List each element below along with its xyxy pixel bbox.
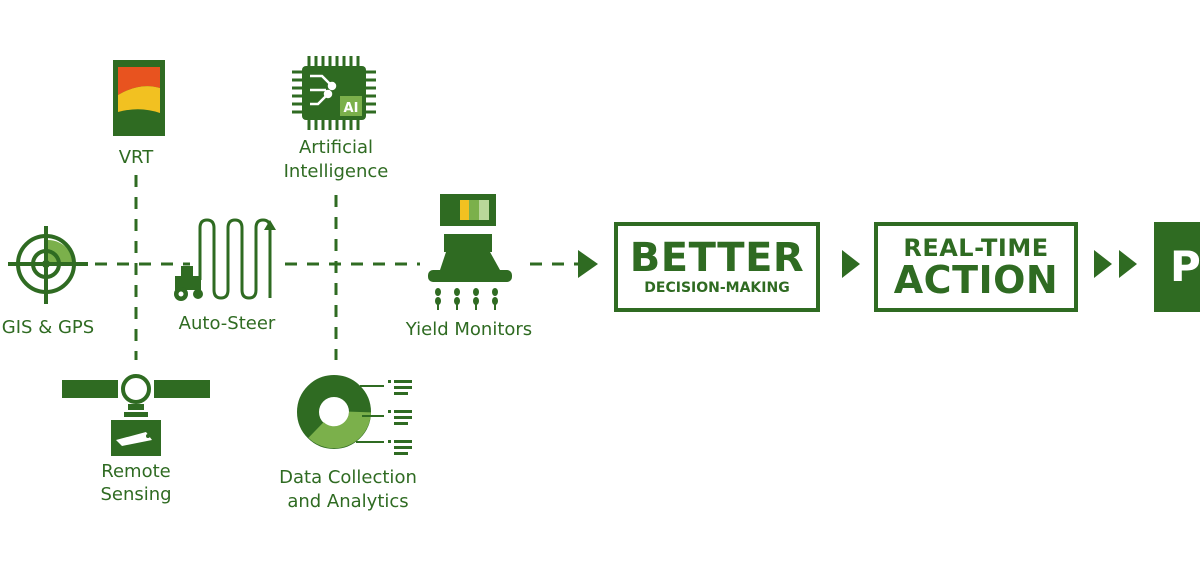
realtime-line1: REAL-TIME bbox=[903, 234, 1049, 262]
remote-label-line2: Sensing bbox=[100, 484, 172, 505]
vrt-label: VRT bbox=[118, 147, 154, 168]
crosshair-target-icon bbox=[8, 226, 88, 304]
double-arrow-first-icon bbox=[1094, 250, 1112, 278]
better-title: BETTER bbox=[629, 235, 805, 281]
remote-label-line1: Remote bbox=[101, 461, 171, 482]
realtime-line2: ACTION bbox=[893, 258, 1059, 302]
gis-label: GIS & GPS bbox=[1, 317, 95, 338]
yield-label: Yield Monitors bbox=[405, 319, 533, 340]
connector-lines bbox=[95, 175, 578, 360]
cutoff-letter: P bbox=[1170, 242, 1200, 291]
tractor-path-icon bbox=[174, 218, 276, 301]
satellite-icon bbox=[62, 374, 210, 456]
arrow-to-better-icon bbox=[578, 250, 598, 278]
ai-label-line1: Artificial bbox=[298, 137, 374, 158]
double-arrow-second-icon bbox=[1119, 250, 1137, 278]
better-decision-box: BETTER DECISION-MAKING bbox=[614, 222, 820, 312]
ai-chip-text: AI bbox=[344, 101, 359, 116]
data-label-line2: and Analytics bbox=[287, 491, 409, 512]
better-subtitle: DECISION-MAKING bbox=[644, 280, 790, 296]
realtime-action-box: REAL-TIME ACTION bbox=[874, 222, 1078, 312]
cutoff-box: P bbox=[1154, 222, 1200, 312]
ai-chip-icon: AI bbox=[292, 56, 376, 130]
ai-label-line2: Intelligence bbox=[283, 161, 389, 182]
data-label-line1: Data Collection bbox=[279, 467, 417, 488]
autosteer-label: Auto-Steer bbox=[178, 313, 276, 334]
vrt-map-icon bbox=[113, 60, 165, 136]
donut-chart-icon bbox=[297, 375, 412, 455]
arrow-to-realtime-icon bbox=[842, 250, 860, 278]
combine-harvester-icon bbox=[428, 194, 512, 310]
